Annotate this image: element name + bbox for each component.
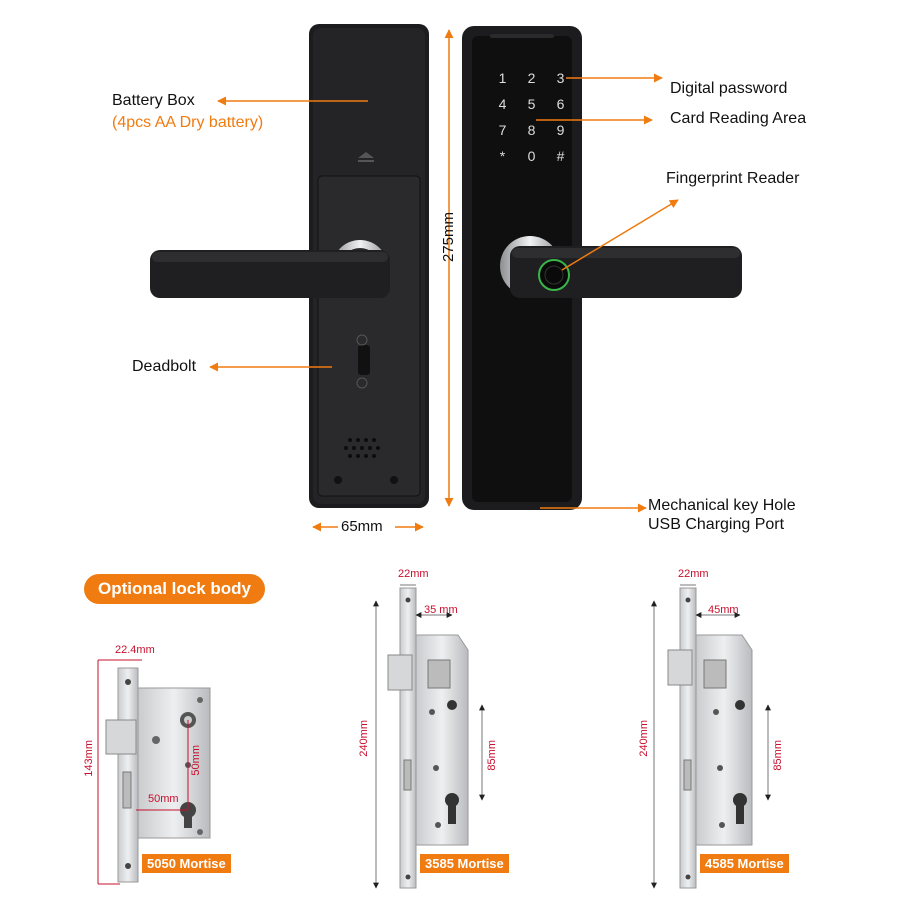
mortise-3585-backset-label: 35 mm [424,604,458,616]
card-reading-area-label: Card Reading Area [670,110,807,127]
mortise-3585-width-label: 22mm [398,568,429,580]
mortise-4585-width-label: 22mm [678,568,709,580]
mortise-4585-backset-label: 45mm [708,604,739,616]
keypad-key[interactable]: 4 [498,96,507,112]
width-dimension-label: 65mm [341,518,383,535]
mortise-5050-tag: 5050 Mortise [142,854,231,873]
mortise-4585-height-label: 240mm [638,720,650,757]
mechanical-key-hole-label: Mechanical key Hole [648,497,796,514]
mortise-4585-tag: 4585 Mortise [700,854,789,873]
keypad-key[interactable]: # [556,148,565,164]
mortise-5050-drawing [97,659,211,885]
keypad-key[interactable]: 1 [498,70,507,86]
mortise-4585-center-label: 85mm [772,740,784,771]
mortise-3585-center-label: 85mm [486,740,498,771]
mortise-5050-height-label: 143mm [83,740,95,777]
keypad-key[interactable]: 6 [556,96,565,112]
keypad-key[interactable]: 0 [527,148,536,164]
digital-password-label: Digital password [670,80,788,97]
deadbolt-label: Deadbolt [132,358,197,375]
mortise-5050-width-label: 22.4mm [115,644,155,656]
keypad-key[interactable]: 7 [498,122,507,138]
keypad-key[interactable]: 9 [556,122,565,138]
mortise-5050-inner-v-label: 50mm [190,745,202,776]
keypad-key[interactable]: 5 [527,96,536,112]
back-panel [150,24,429,508]
keypad-key[interactable]: * [499,148,506,164]
mortise-3585-tag: 3585 Mortise [420,854,509,873]
mortise-3585-drawing [373,584,485,889]
battery-box-label: Battery Box [112,92,195,109]
keypad-key[interactable]: 3 [556,70,565,86]
optional-lock-body-title: Optional lock body [84,574,266,604]
fingerprint-reader-label: Fingerprint Reader [666,170,800,187]
height-dimension-label: 275mm [440,212,457,263]
mortise-4585-drawing [651,584,771,889]
battery-note-label: (4pcs AA Dry battery) [112,114,264,131]
keypad-key[interactable]: 8 [527,122,536,138]
keypad-key[interactable]: 2 [527,70,536,86]
mortise-5050-inner-h-label: 50mm [148,793,179,805]
keypad: 1 2 3 4 5 6 7 8 9 * 0 # [488,70,574,170]
usb-charging-port-label: USB Charging Port [648,516,785,533]
front-panel [462,26,742,510]
mortise-3585-height-label: 240mm [358,720,370,757]
